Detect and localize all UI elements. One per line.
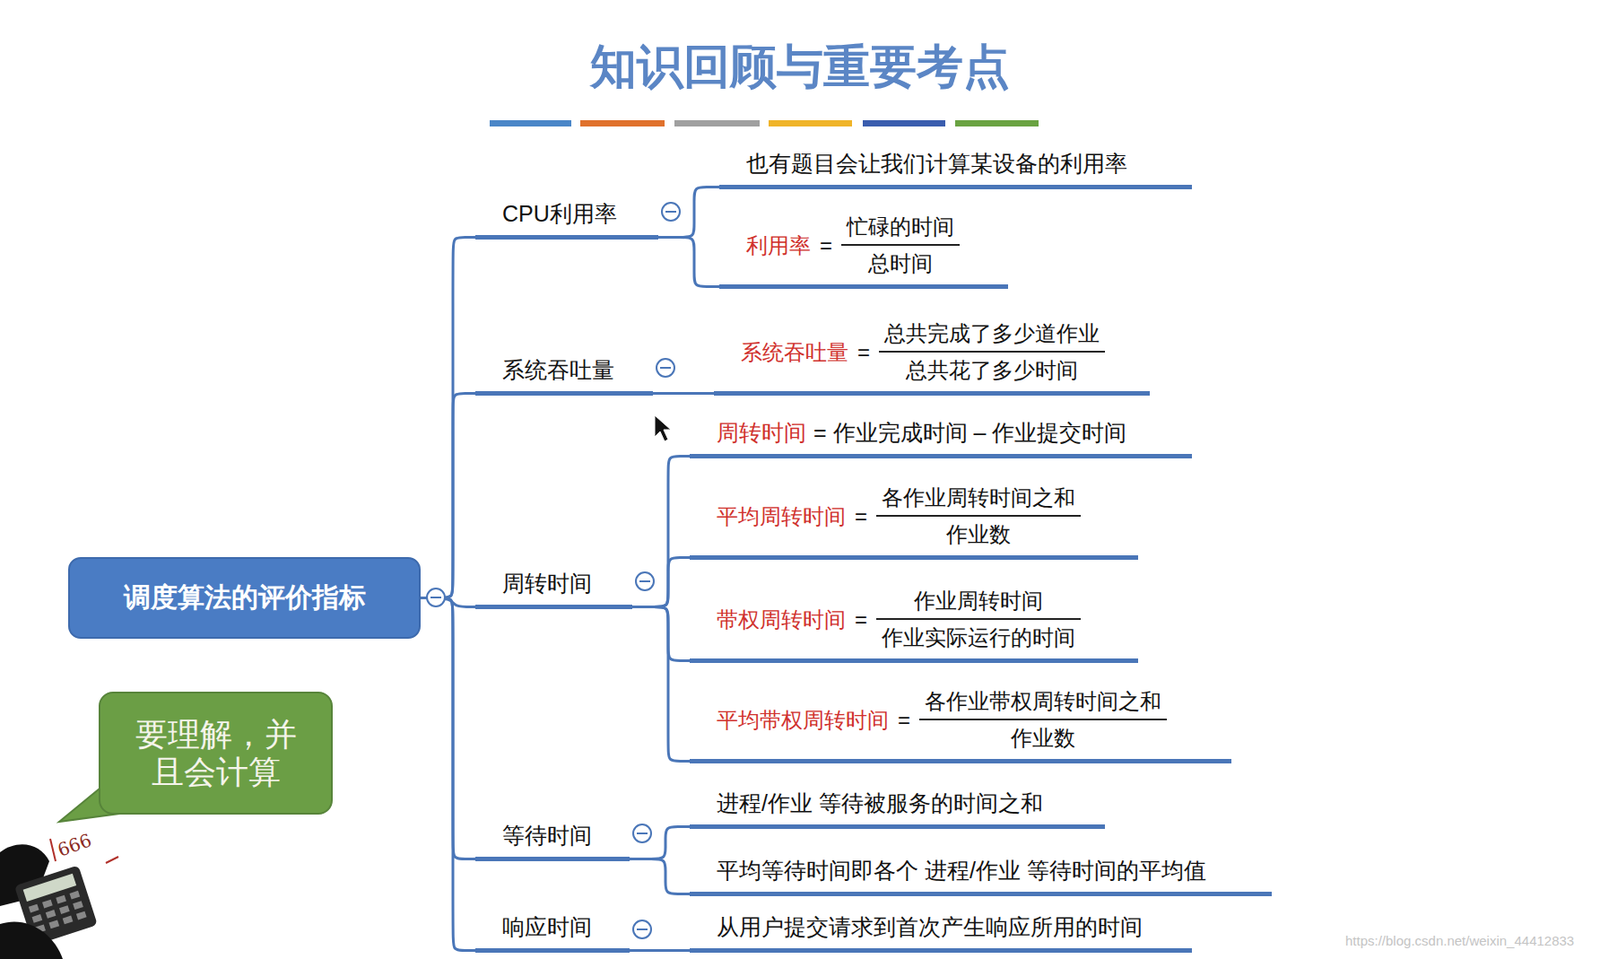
root-topic: 调度算法的评价指标: [68, 556, 421, 639]
numerator: 总共完成了多少道作业: [878, 318, 1105, 354]
calculator-illustration: [0, 838, 119, 959]
topic-text: 响应时间: [502, 913, 592, 940]
topic-text: 也有题目会让我们计算某设备的利用率: [746, 150, 1128, 176]
branch-connector: [632, 607, 690, 661]
formula-name: 平均带权周转时间: [716, 704, 889, 736]
fraction: 忙碌的时间总时间: [841, 211, 960, 279]
formula-row: 系统吞吐量 = 总共完成了多少道作业总共花了多少时间: [740, 318, 1140, 386]
speech-bubble: 要理解，并 且会计算: [98, 691, 333, 815]
branch-connector: [420, 237, 476, 599]
denominator: 总共花了多少时间: [878, 352, 1105, 386]
formula-row: 平均周转时间 = 各作业周转时间之和作业数: [716, 482, 1128, 550]
fraction: 各作业周转时间之和作业数: [876, 482, 1081, 550]
formula-name: 平均周转时间: [716, 501, 846, 532]
numerator: 忙碌的时间: [841, 211, 960, 247]
branch-connector: [632, 557, 690, 608]
branch-connector: [629, 948, 690, 952]
topic-text: 周转时间: [502, 570, 592, 596]
equals-sign: =: [854, 501, 868, 532]
denominator: 作业数: [876, 516, 1081, 550]
handwritten-number: 666: [54, 828, 95, 861]
formula-name: 带权周转时间: [716, 604, 846, 635]
branch-connector: [420, 393, 476, 599]
branch-connector: [632, 456, 690, 608]
callout-text: 要理解，并 且会计算: [127, 715, 305, 791]
branch-connector: [420, 598, 476, 860]
denominator: 作业数: [919, 720, 1167, 754]
branch-connector: [658, 237, 720, 287]
formula-node: 平均带权周转时间=各作业带权周转时间之和作业数: [689, 686, 1232, 764]
formula-row: 带权周转时间 = 作业周转时间作业实际运行的时间: [716, 585, 1128, 653]
topic-text: 平均等待时间即各个 进程/作业 等待时间的平均值: [716, 857, 1207, 883]
topic-node: 响应时间: [475, 911, 630, 953]
denominator: 作业实际运行的时间: [876, 619, 1081, 653]
equals-sign: =: [857, 337, 870, 368]
formula-body: = 作业完成时间 – 作业提交时间: [813, 419, 1127, 445]
branch-connector: [652, 391, 714, 395]
numerator: 作业周转时间: [876, 585, 1081, 621]
formula-name: 利用率: [746, 230, 811, 261]
branch-connector: [658, 187, 720, 238]
topic-node: 系统吞吐量: [475, 354, 653, 396]
numerator: 各作业带权周转时间之和: [919, 686, 1167, 722]
numerator: 各作业周转时间之和: [876, 482, 1081, 518]
mouse-cursor: [654, 415, 671, 442]
denominator: 总时间: [841, 245, 960, 279]
branch-connector: [629, 859, 690, 895]
equals-sign: =: [854, 604, 868, 635]
formula-row: 利用率 = 忙碌的时间总时间: [746, 211, 998, 279]
equation-node: 周转时间= 作业完成时间 – 作业提交时间: [689, 417, 1192, 459]
topic-text: 系统吞吐量: [502, 356, 615, 383]
topic-node: 也有题目会让我们计算某设备的利用率: [719, 147, 1192, 190]
branch-connector: [632, 607, 690, 762]
fraction: 作业周转时间作业实际运行的时间: [876, 585, 1081, 653]
formula-node: 带权周转时间 = 作业周转时间作业实际运行的时间: [689, 585, 1139, 663]
collapse-buttons: [426, 202, 680, 939]
fraction: 总共完成了多少道作业总共花了多少时间: [878, 318, 1105, 386]
branch-connector: [420, 598, 476, 951]
formula-row: 平均带权周转时间=各作业带权周转时间之和作业数: [716, 686, 1221, 754]
topic-text: CPU利用率: [502, 200, 618, 227]
title-color-bars: [489, 120, 1039, 127]
topic-node: 进程/作业 等待被服务的时间之和: [689, 787, 1105, 829]
topic-node: 等待时间: [475, 819, 630, 861]
fraction: 各作业带权周转时间之和作业数: [919, 686, 1167, 754]
topic-node: 从用户提交请求到首次产生响应所用的时间: [689, 911, 1192, 953]
equals-sign: =: [819, 230, 833, 261]
page-title: 知识回顾与重要考点: [0, 35, 1600, 99]
watermark: https://blog.csdn.net/weixin_44412833: [1345, 932, 1574, 948]
topic-text: 进程/作业 等待被服务的时间之和: [716, 790, 1044, 816]
topic-node: 平均等待时间即各个 进程/作业 等待时间的平均值: [689, 854, 1272, 896]
topic-text: 调度算法的评价指标: [123, 579, 366, 617]
formula-node: 平均周转时间 = 各作业周转时间之和作业数: [689, 482, 1139, 560]
topic-node: CPU利用率: [475, 198, 659, 240]
formula-node: 系统吞吐量 = 总共完成了多少道作业总共花了多少时间: [713, 318, 1150, 396]
equals-sign: =: [897, 704, 911, 736]
topic-text: 从用户提交请求到首次产生响应所用的时间: [716, 913, 1143, 940]
formula-name: 系统吞吐量: [740, 337, 849, 368]
formula-node: 利用率 = 忙碌的时间总时间: [719, 211, 1009, 289]
topic-text: 等待时间: [502, 822, 592, 848]
formula-name: 周转时间: [716, 419, 807, 445]
topic-node: 周转时间: [475, 567, 633, 609]
